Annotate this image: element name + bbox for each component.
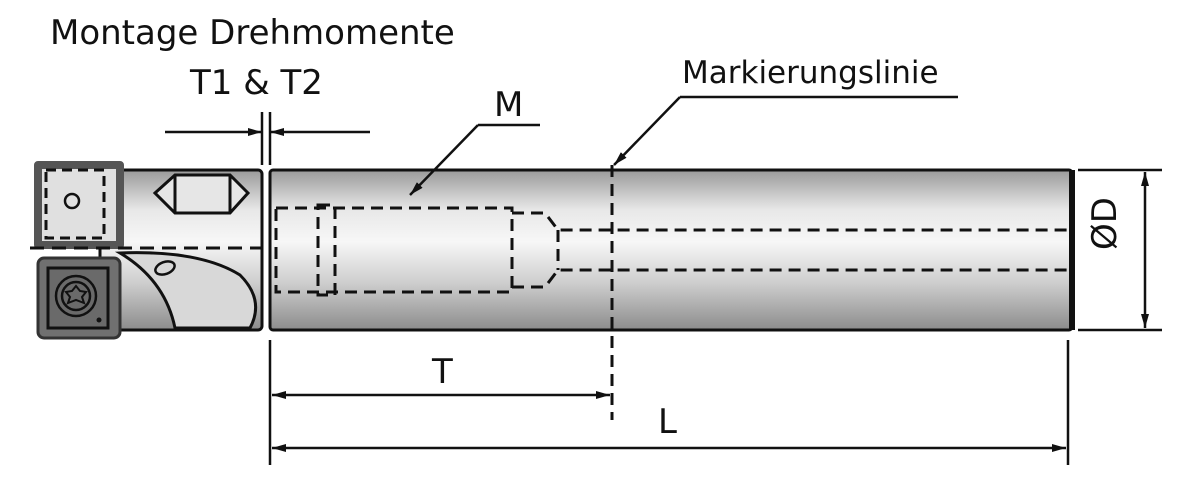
shank: [268, 165, 1075, 420]
depth-label: T: [432, 352, 453, 392]
chip-pocket: [114, 251, 258, 330]
diameter-label: ØD: [1085, 197, 1125, 250]
torx-screw-icon: [54, 274, 98, 318]
dimensions: [165, 95, 1162, 465]
leader-M: [409, 124, 479, 196]
leader-marking: [613, 96, 681, 166]
marking-line-label: Markierungslinie: [682, 55, 939, 91]
milling-head: [30, 161, 264, 340]
length-label: L: [658, 402, 677, 442]
bore-hidden-lines: [274, 203, 1068, 297]
thread-label: M: [494, 85, 524, 125]
clamp-slot: [152, 173, 251, 215]
torque-label: T1 & T2: [190, 63, 323, 103]
title-label: Montage Drehmomente: [50, 13, 455, 53]
